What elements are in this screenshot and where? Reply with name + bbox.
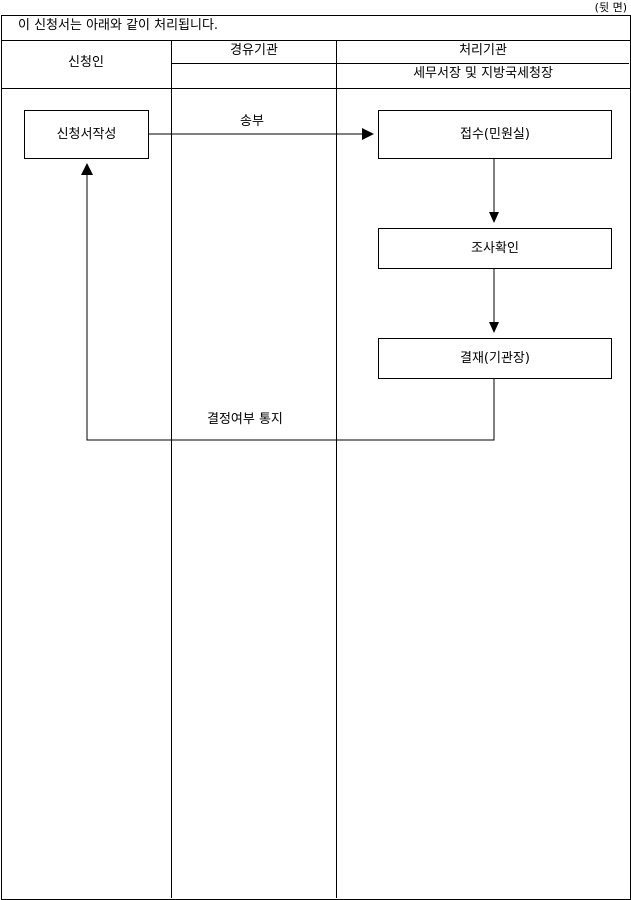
step-investigate-label: 조사확인 — [471, 240, 519, 256]
step-approve-label: 결재(기관장) — [460, 350, 530, 366]
header-top-line — [1, 40, 630, 41]
notify-connector — [86, 175, 495, 441]
column-divider-1 — [171, 40, 172, 898]
arrowhead-to-applicant — [81, 163, 93, 175]
arrowhead-to-receive — [362, 128, 374, 140]
step-write-label: 신청서작성 — [56, 126, 117, 142]
step-write-application: 신청서작성 — [24, 110, 149, 159]
header-mid-line — [172, 63, 629, 64]
column-processing: 처리기관 — [459, 43, 507, 58]
column-divider-2 — [336, 40, 337, 898]
step-receive-label: 접수(민원실) — [460, 126, 530, 142]
step-approve: 결재(기관장) — [378, 338, 612, 379]
arrowhead-to-approve — [489, 322, 499, 333]
column-intermediary: 경유기관 — [230, 43, 278, 58]
page-side-note: (뒷 면) — [594, 1, 627, 14]
send-label: 송부 — [240, 114, 264, 129]
intro-text: 이 신청서는 아래와 같이 처리됩니다. — [18, 18, 219, 33]
arrowhead-to-investigate — [489, 212, 499, 223]
column-processing-sub: 세무서장 및 지방국세청장 — [413, 66, 553, 81]
header-bottom-line — [1, 88, 630, 89]
notify-label: 결정여부 통지 — [207, 412, 283, 427]
step-investigate: 조사확인 — [378, 228, 612, 269]
step-receive: 접수(민원실) — [378, 110, 612, 159]
column-applicant: 신청인 — [68, 55, 104, 70]
